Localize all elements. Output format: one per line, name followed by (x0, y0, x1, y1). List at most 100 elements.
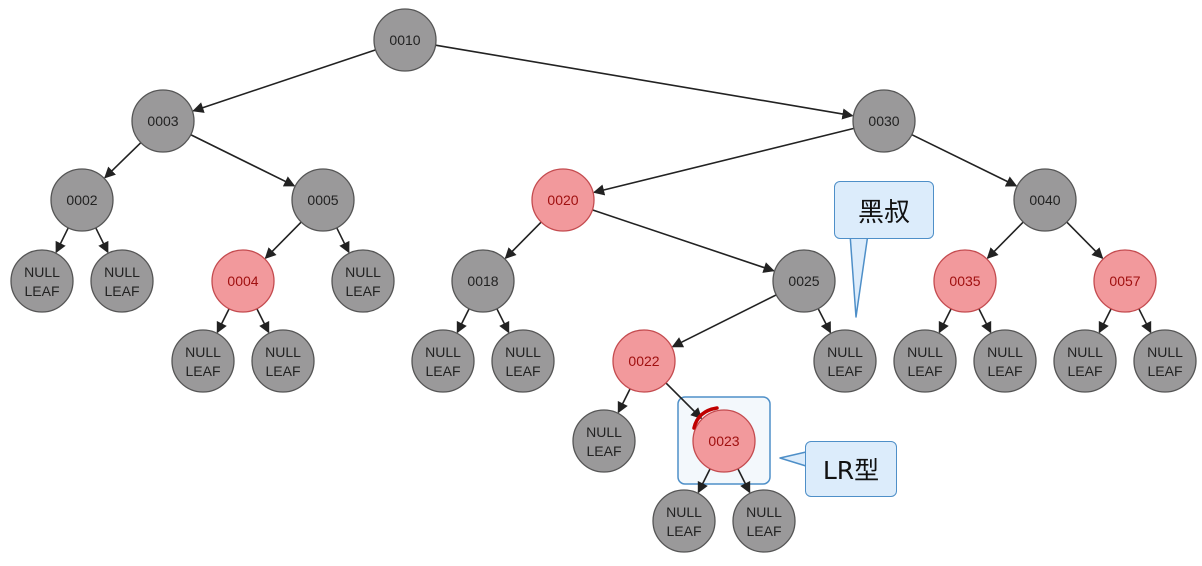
null-leaf-node: NULL LEAF (813, 329, 877, 393)
edge-n0002-leaf_0002_r (95, 227, 109, 254)
node-label: NULL (505, 344, 541, 360)
node-label: 0005 (307, 192, 338, 208)
node-label: 0018 (467, 273, 498, 289)
node-circle (211, 249, 275, 313)
edge-n0003-n0005 (190, 134, 296, 187)
node-circle (572, 409, 636, 473)
node-circle (692, 409, 756, 473)
node-label: 0003 (147, 113, 178, 129)
edge-n0010-n0030 (435, 44, 854, 120)
node-label: NULL (666, 504, 702, 520)
node-circle (973, 329, 1037, 393)
node-label: 0020 (547, 192, 578, 208)
node-label: LEAF (746, 523, 781, 539)
node-label: 0010 (389, 32, 420, 48)
edge-n0020-n0025 (592, 209, 775, 273)
annotation-mark-icon (692, 406, 719, 430)
edge-n0005-leaf_0005_r (336, 227, 350, 254)
edge-n0004-leaf_0004_l (216, 308, 230, 334)
node-label: LEAF (505, 363, 540, 379)
node-0003: 0003 (131, 89, 195, 153)
node-0002: 0002 (50, 168, 114, 232)
null-leaf-node: NULL LEAF (10, 249, 74, 313)
node-label: NULL (24, 264, 60, 280)
edge-n0057-leaf_0057_l (1098, 308, 1112, 334)
node-circle (373, 8, 437, 72)
node-label: NULL (425, 344, 461, 360)
node-0057: 0057 (1093, 249, 1157, 313)
node-circle (291, 168, 355, 232)
node-circle (933, 249, 997, 313)
node-label: 0022 (628, 353, 659, 369)
node-circle (251, 329, 315, 393)
node-0025: 0025 (772, 249, 836, 313)
node-circle (1093, 249, 1157, 313)
node-label: LEAF (827, 363, 862, 379)
node-label: 0040 (1029, 192, 1060, 208)
node-0040: 0040 (1013, 168, 1077, 232)
node-circle (491, 329, 555, 393)
edge-n0040-n0035 (986, 221, 1024, 260)
uncle-callout-text: 黑叔 (857, 197, 910, 228)
node-label: NULL (907, 344, 943, 360)
node-label: 0004 (227, 273, 258, 289)
node-0030: 0030 (852, 89, 916, 153)
node-label: NULL (746, 504, 782, 520)
node-circle (1013, 168, 1077, 232)
node-circle (50, 168, 114, 232)
edge-n0035-leaf_0035_l (938, 308, 952, 334)
edge-n0030-n0020 (592, 127, 855, 196)
type-callout: LR型 (805, 441, 897, 497)
edge-n0023-leaf_0023_r (737, 468, 751, 494)
node-circle (893, 329, 957, 393)
node-circle (1053, 329, 1117, 393)
edge-n0022-n0023 (665, 382, 703, 420)
edge-n0057-leaf_0057_r (1138, 308, 1152, 334)
node-label: LEAF (104, 283, 139, 299)
type-callout-tail (779, 451, 807, 467)
node-circle (411, 329, 475, 393)
edge-n0035-leaf_0035_r (978, 308, 992, 334)
node-0005: 0005 (291, 168, 355, 232)
node-label: NULL (265, 344, 301, 360)
node-label: LEAF (1067, 363, 1102, 379)
node-label: 0057 (1109, 273, 1140, 289)
node-circle (852, 89, 916, 153)
node-label: LEAF (586, 443, 621, 459)
node-circle (772, 249, 836, 313)
edge-n0023-leaf_0023_l (697, 468, 711, 494)
node-label: LEAF (1147, 363, 1182, 379)
node-circle (10, 249, 74, 313)
null-leaf-node: NULL LEAF (90, 249, 154, 313)
null-leaf-node: NULL LEAF (491, 329, 555, 393)
node-circle (612, 329, 676, 393)
node-circle (331, 249, 395, 313)
node-label: LEAF (907, 363, 942, 379)
node-0023: 0023 (692, 409, 756, 473)
node-label: LEAF (24, 283, 59, 299)
edge-n0005-n0004 (264, 221, 302, 260)
node-label: 0023 (708, 433, 739, 449)
edge-n0025-leaf_0025_r (817, 308, 832, 334)
node-label: NULL (827, 344, 863, 360)
node-circle (171, 329, 235, 393)
node-circle (90, 249, 154, 313)
edge-n0018-leaf_0018_r (496, 308, 510, 334)
node-label: NULL (104, 264, 140, 280)
node-circle (652, 489, 716, 553)
node-circle (813, 329, 877, 393)
node-0010: 0010 (373, 8, 437, 72)
node-label: LEAF (185, 363, 220, 379)
null-leaf-node: NULL LEAF (893, 329, 957, 393)
node-label: NULL (987, 344, 1023, 360)
null-leaf-node: NULL LEAF (732, 489, 796, 553)
